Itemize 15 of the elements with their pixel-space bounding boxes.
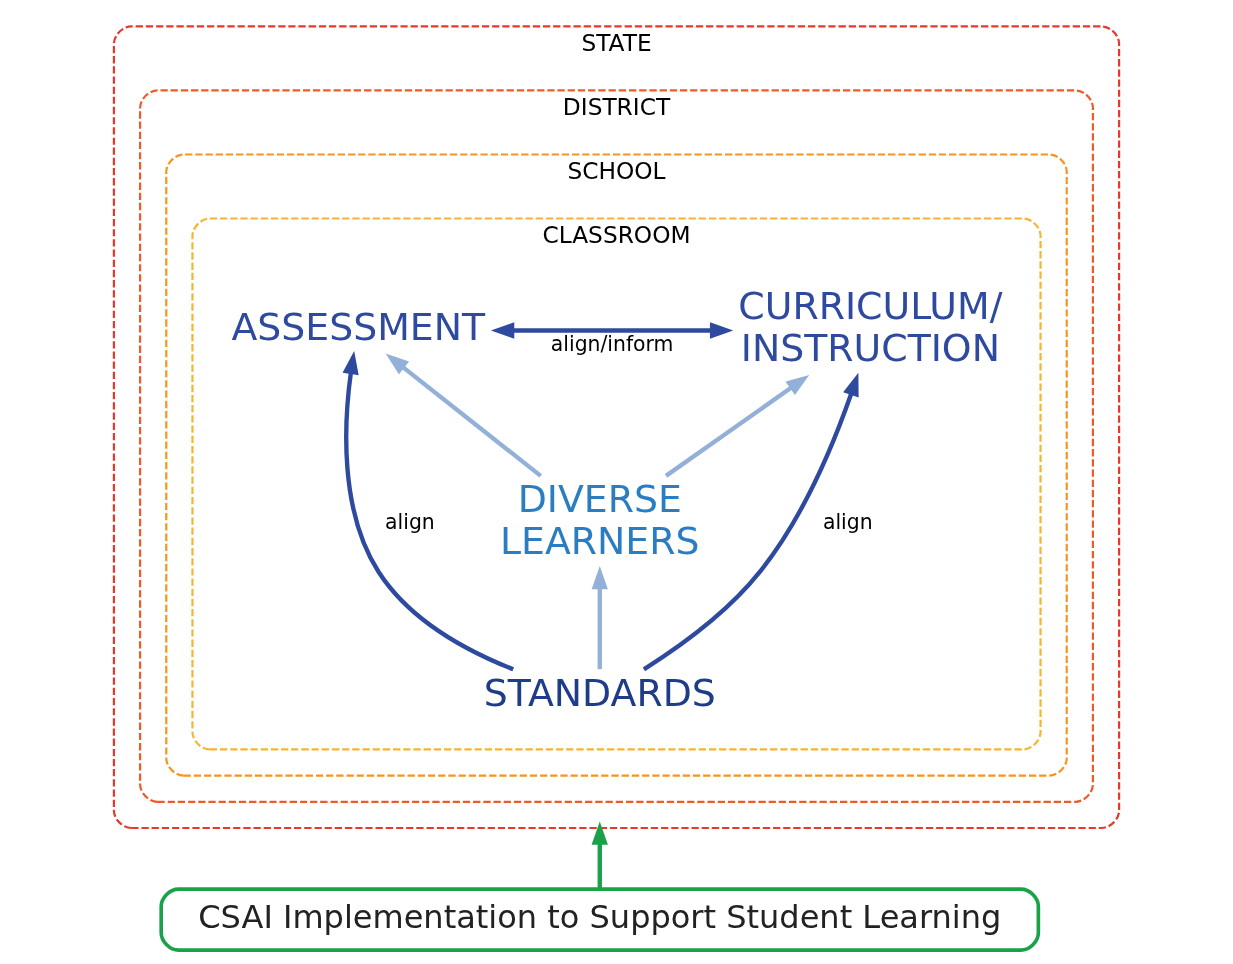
edge-label: align/inform xyxy=(550,331,674,356)
arrow xyxy=(591,565,608,669)
arrow xyxy=(642,372,859,671)
node-box: CSAI Implementation to Support Student Learning xyxy=(159,886,1041,952)
arrow xyxy=(664,374,810,478)
node-text: CURRICULUM/ INSTRUCTION xyxy=(738,283,1003,370)
edge-label: align xyxy=(385,509,435,534)
arrow xyxy=(342,350,515,671)
arrow xyxy=(490,321,734,339)
node-text: STANDARDS xyxy=(483,670,716,714)
edge-label: align xyxy=(822,509,873,534)
node-text: ASSESSMENT xyxy=(231,304,486,349)
arrow xyxy=(385,353,543,478)
arrow xyxy=(591,820,608,889)
node-text: DIVERSE LEARNERS xyxy=(499,476,700,563)
